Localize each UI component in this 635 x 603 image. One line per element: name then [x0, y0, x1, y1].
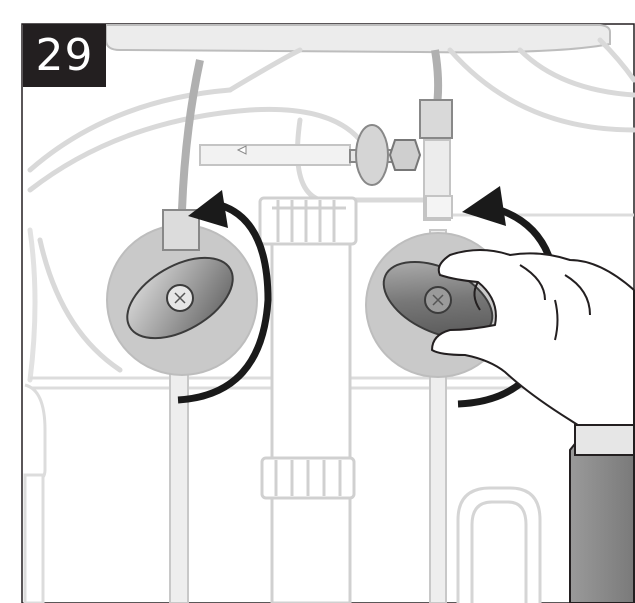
filter-bottle	[570, 425, 634, 603]
step-number: 29	[36, 30, 94, 81]
u-trap	[458, 488, 540, 603]
sink-basin	[106, 25, 610, 52]
drain-pipe	[260, 198, 356, 603]
braided-hose-right	[435, 50, 438, 105]
step-number-badge: 29	[23, 24, 106, 87]
left-fixture	[25, 385, 45, 603]
